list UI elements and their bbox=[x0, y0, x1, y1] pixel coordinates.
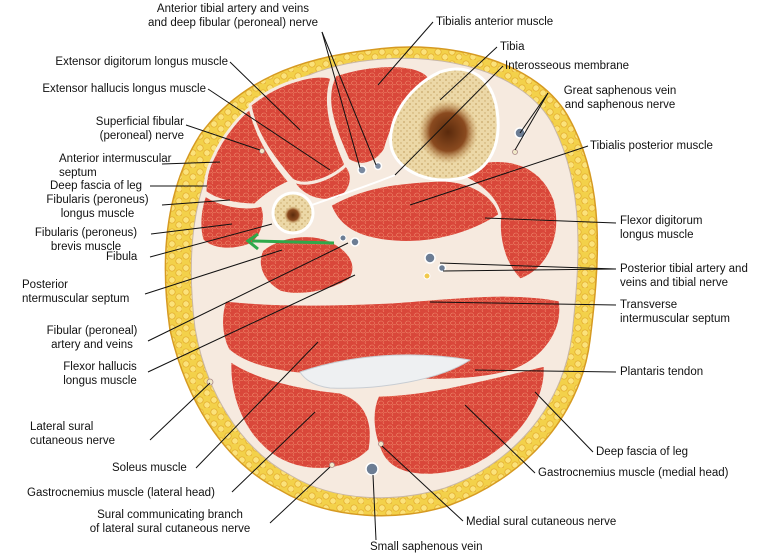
label-small-saphenous: Small saphenous vein bbox=[370, 541, 483, 553]
label-extensor-digitorum-longus: Extensor digitorum longus muscle bbox=[55, 56, 228, 68]
interosseous-membrane bbox=[311, 174, 396, 206]
soleus-muscle bbox=[220, 293, 563, 382]
label-tibia: Tibia bbox=[500, 41, 525, 53]
plantaris-tendon bbox=[299, 354, 472, 389]
label-deep-fascia-left: Deep fascia of leg bbox=[50, 180, 143, 192]
extensor-hallucis-longus-muscle bbox=[287, 162, 353, 202]
label-gastroc-lateral: Gastrocnemius muscle (lateral head) bbox=[27, 487, 215, 499]
label-great-saphenous: Great saphenous vein and saphenous nerve bbox=[563, 85, 677, 111]
gastrocnemius-medial-head bbox=[371, 363, 547, 477]
label-soleus: Soleus muscle bbox=[112, 462, 187, 474]
annotation-arrow bbox=[245, 232, 335, 251]
label-deep-fascia-right: Deep fascia of leg bbox=[596, 446, 689, 458]
label-medial-sural-nerve: Medial sural cutaneous nerve bbox=[466, 516, 617, 528]
tibialis-anterior-muscle bbox=[328, 64, 432, 166]
label-gastroc-medial: Gastrocnemius muscle (medial head) bbox=[538, 467, 729, 479]
label-fibularis-longus: Fibularis (peroneus) longus muscle bbox=[46, 194, 149, 220]
fibula-marrow bbox=[284, 206, 302, 224]
flexor-hallucis-longus-muscle bbox=[257, 234, 356, 296]
fibularis-brevis-muscle bbox=[198, 192, 266, 251]
label-anterior-tibial-artery: Anterior tibial artery and veins and dee… bbox=[147, 3, 319, 29]
label-interosseous-membrane: Interosseous membrane bbox=[505, 60, 630, 72]
tibia-marrow bbox=[418, 100, 478, 164]
label-sural-communicating: Sural communicating branch of lateral su… bbox=[89, 509, 251, 535]
label-fibular-artery: Fibular (peroneal) artery and veins bbox=[46, 325, 138, 351]
label-anterior-intermuscular-septum: Anterior intermuscular septum bbox=[59, 153, 172, 179]
vessels bbox=[206, 127, 526, 476]
label-superficial-fibular-nerve: Superficial fibular (peroneal) nerve bbox=[95, 116, 184, 142]
label-lateral-sural-nerve: Lateral sural cutaneous nerve bbox=[30, 421, 116, 447]
gastrocnemius-lateral-head bbox=[228, 357, 373, 471]
label-posterior-tibial-artery: Posterior tibial artery and veins and ti… bbox=[620, 263, 748, 289]
label-plantaris-tendon: Plantaris tendon bbox=[620, 366, 704, 378]
label-tibialis-anterior: Tibialis anterior muscle bbox=[436, 16, 554, 28]
label-fibula: Fibula bbox=[106, 251, 138, 263]
label-fibularis-brevis: Fibularis (peroneus) brevis muscle bbox=[34, 227, 138, 253]
label-flexor-digitorum-longus: Flexor digitorum longus muscle bbox=[620, 215, 703, 241]
label-extensor-hallucis-longus: Extensor hallucis longus muscle bbox=[42, 83, 206, 95]
fibularis-longus-muscle bbox=[203, 105, 293, 207]
label-tibialis-posterior: Tibialis posterior muscle bbox=[590, 140, 713, 152]
leader-lines bbox=[144, 21, 617, 541]
label-flexor-hallucis-longus: Flexor hallucis longus muscle bbox=[63, 361, 137, 387]
label-posterior-intermuscular-septum: Posterior ntermuscular septum bbox=[22, 279, 130, 305]
label-transverse-septum: Transverse intermuscular septum bbox=[620, 299, 730, 325]
